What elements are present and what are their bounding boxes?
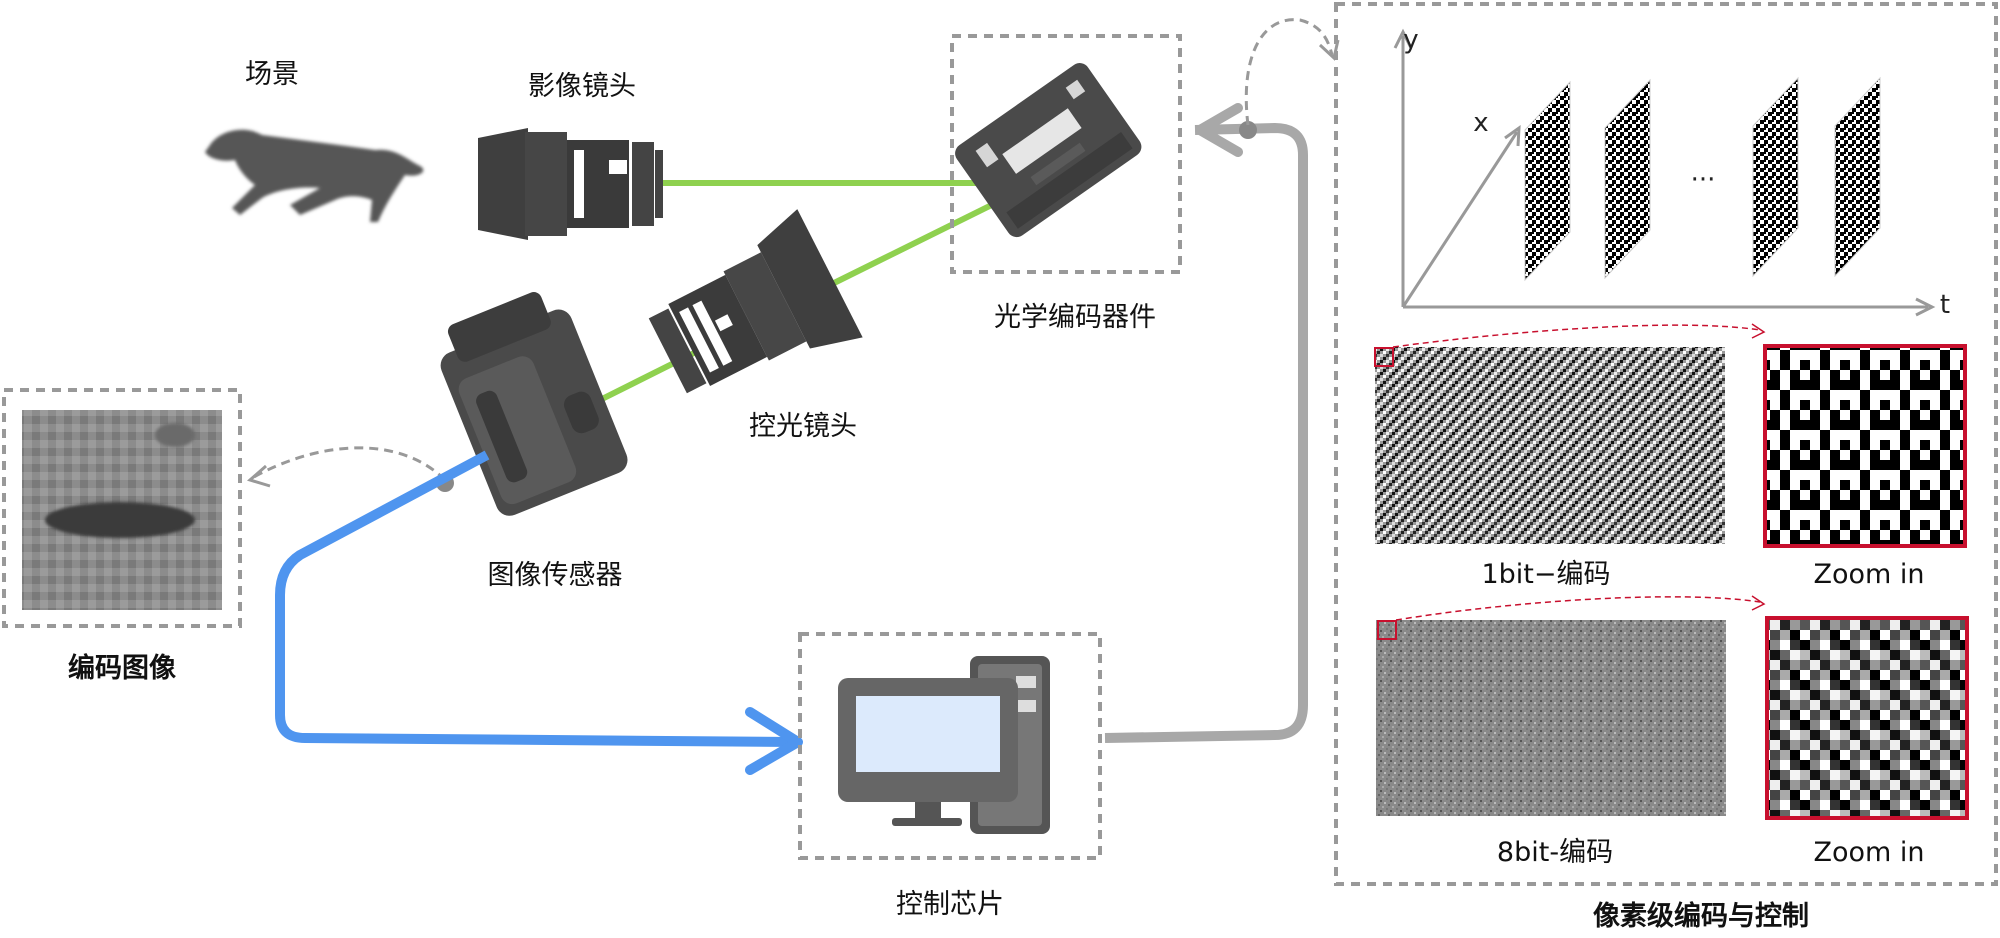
control-chip-dashed-box [798,632,1102,860]
axis-label-t: t [1940,290,1950,320]
mask-frame-2 [1604,78,1651,280]
xyt-axes: y x t [1393,25,1950,320]
imaging-lens: 影像镜头 [478,71,663,240]
signal-path-sensor-to-chip [275,450,803,775]
label-pixel-coding: 像素级编码与控制 [1593,900,1809,932]
coded-image-dashed-box [2,388,242,628]
coder-dashed-box [950,34,1182,274]
control-path-chip-to-coder [1104,18,1340,743]
label-imaging-lens: 影像镜头 [528,71,636,102]
label-1bit-coding: 1bit−编码 [1481,559,1610,590]
one-bit-zoom-marker [1374,347,1394,367]
one-bit-coding-group: 1bit−编码 Zoom in [1374,323,1967,590]
label-control-chip: 控制芯片 [896,889,1004,920]
label-zoom-in-1: Zoom in [1813,559,1924,590]
axis-label-y: y [1403,25,1418,55]
mask-ellipsis: ··· [1691,165,1716,195]
coded-image [22,410,222,610]
scene-dog: 场景 [205,59,424,222]
one-bit-pattern [1375,347,1725,544]
eight-bit-pattern [1376,620,1726,816]
label-8bit-coding: 8bit-编码 [1497,837,1613,868]
pixel-coding-panel-box [1334,2,1998,886]
label-image-sensor: 图像传感器 [488,560,623,591]
axis-label-x: x [1473,108,1488,138]
coding-mask-stack: ··· [1524,76,1881,282]
control-chip-computer [838,656,1050,834]
mask-frame-4 [1834,76,1881,278]
control-lens [648,209,863,394]
label-coded-image: 编码图像 [68,652,176,684]
mask-frame-1 [1524,80,1571,282]
image-sensor-camera [440,292,628,516]
eight-bit-zoom-view [1765,616,1969,820]
label-optical-coder: 光学编码器件 [994,302,1156,333]
optical-coder-device [955,63,1142,238]
label-zoom-in-2: Zoom in [1813,837,1924,868]
eight-bit-coding-group: 8bit-编码 Zoom in [1376,595,1969,868]
eight-bit-zoom-marker [1377,620,1397,640]
mask-frame-3 [1752,76,1799,278]
label-control-lens: 控光镜头 [749,411,857,442]
label-scene: 场景 [245,59,299,90]
one-bit-zoom-view [1763,344,1967,548]
